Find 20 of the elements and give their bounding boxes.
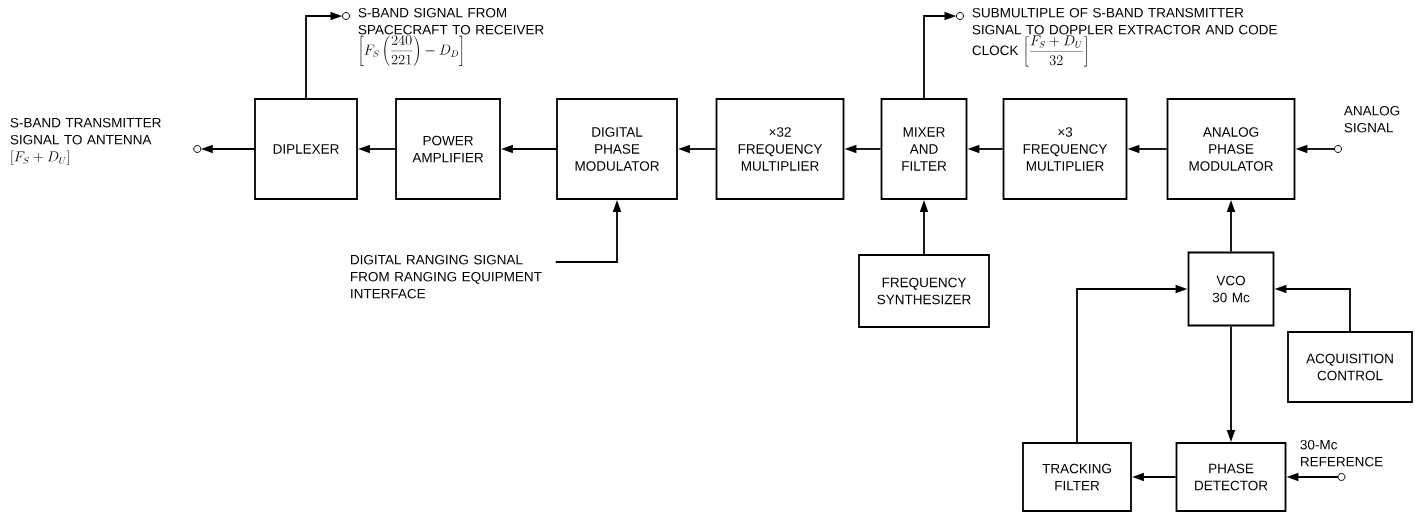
block-box: POWER AMPLIFIER [395,98,501,200]
signal-label: SUBMULTIPLE OF S-BAND TRANSMITTER SIGNAL TO DOPPLER EXTRACTOR AND CODE CLOCK $\left[\frac{F_S+D_U}{32}\right]$ [972,7,1277,67]
block-box: ANALOG PHASE MODULATOR [1166,98,1296,200]
signal-label: ANALOG SIGNAL [1343,105,1400,133]
signal-label: S-BAND TRANSMITTER SIGNAL TO ANTENNA $\left[F_S+D_U\right]$ [10,117,161,165]
block-box: ×32 FREQUENCY MULTIPLIER [715,98,845,200]
block-box: TRACKING FILTER [1022,442,1132,512]
signal-label: S-BAND SIGNAL FROM SPACECRAFT TO RECEIVER $\left[F_S\left(\frac{240}{221}\right)-D_D\right]$ [358,7,544,66]
block-box: MIXER AND FILTER [880,98,968,200]
block-box: DIGITAL PHASE MODULATOR [556,98,678,200]
block-box: PHASE DETECTOR [1175,442,1287,512]
arrow [305,11,350,99]
block-box: FREQUENCY SYNTHESIZER [858,254,990,328]
block-box: DIPLEXER [254,98,358,200]
block-box: VCO 30 Mc [1187,251,1275,327]
block-box: ×3 FREQUENCY MULTIPLIER [1002,98,1128,200]
arrow [923,11,964,99]
signal-label: 30-Mc REFERENCE [1300,439,1383,467]
block-box: ACQUISITION CONTROL [1287,331,1413,403]
signal-label: DIGITAL RANGING SIGNAL FROM RANGING EQUIPMENT INTERFACE [351,254,542,299]
